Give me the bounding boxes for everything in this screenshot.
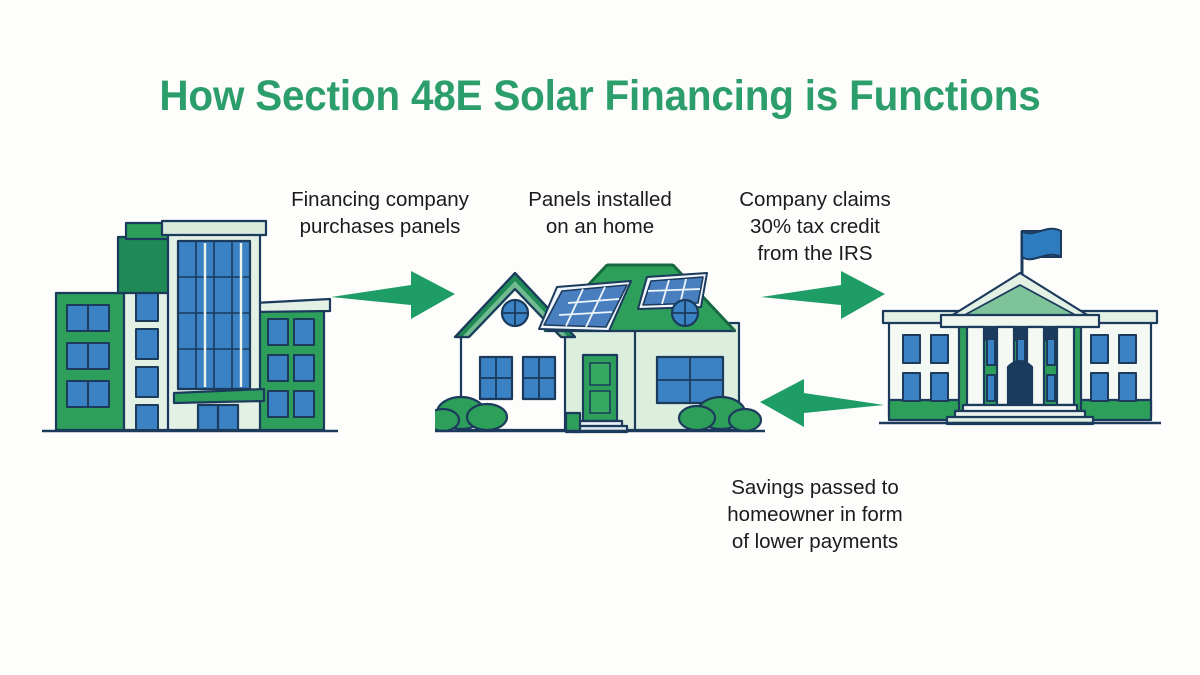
home-svg: [425, 263, 765, 434]
arrow-left-glyph: [760, 379, 884, 427]
gov-stairs: [945, 403, 1095, 426]
bush-icon-right: [677, 395, 763, 433]
arrow-right-svg: [331, 271, 455, 319]
office-curtain-highlight: [203, 243, 243, 387]
office-main-cap: [160, 219, 268, 237]
home-left-roof-outline: [453, 271, 577, 339]
arrow-financing-to-home: [325, 265, 460, 327]
caption-install-line1: Panels installed: [528, 188, 672, 211]
arrow-right-2-svg: [761, 271, 885, 319]
caption-savings-passed: Savings passed to homeowner in form of l…: [700, 474, 930, 555]
caption-purchase-line2: purchases panels: [299, 215, 461, 238]
bush-icon-left: [425, 395, 509, 433]
arrow-right-glyph: [331, 271, 455, 319]
irs-government-building-illustration: [875, 215, 1165, 445]
home-side-step: [564, 411, 582, 434]
gov-main-doorway: [1006, 359, 1034, 407]
home-with-solar-illustration: [425, 245, 765, 445]
arrow-irs-to-home: [755, 373, 890, 435]
home-left-window-mullions: [480, 357, 555, 399]
office-curtain-grid: [178, 241, 250, 389]
caption-purchase-panels: Financing company purchases panels: [255, 186, 505, 240]
page-title: How Section 48E Solar Financing is Funct…: [159, 72, 1041, 120]
window-icon-attic-right: [670, 298, 700, 328]
window-icon-attic-left: [500, 298, 530, 328]
gov-building-svg: [879, 227, 1161, 426]
column-icon-4: [1055, 325, 1076, 407]
solar-panel-icon-small: [637, 272, 708, 310]
flag-icon: [1020, 227, 1062, 277]
column-icon-1: [965, 325, 986, 407]
solar-panel-icon-large: [538, 280, 632, 332]
arrow-home-to-irs: [755, 265, 890, 327]
door-icon: [581, 353, 619, 423]
office-left-windows: [66, 304, 110, 408]
caption-savings-line3: of lower payments: [731, 530, 899, 553]
window-icon-right-large: [655, 355, 725, 405]
caption-credit-line2: 30% tax credit: [750, 215, 880, 238]
caption-install-line2: on an home: [545, 215, 655, 238]
office-building-illustration: [40, 215, 340, 445]
gov-right-windows: [1090, 334, 1137, 402]
caption-purchase-line1: Financing company: [291, 188, 469, 211]
arrow-right-2-glyph: [761, 271, 885, 319]
office-right-cornice: [252, 297, 332, 314]
caption-credit-line3: from the IRS: [757, 242, 873, 265]
office-rear-tower: [116, 235, 172, 295]
office-right-windows: [267, 318, 315, 418]
office-canopy: [172, 387, 266, 405]
gov-entablature: [939, 313, 1101, 329]
caption-tax-credit: Company claims 30% tax credit from the I…: [715, 186, 915, 267]
caption-credit-line1: Company claims: [739, 188, 891, 211]
office-building-svg: [42, 219, 338, 433]
gov-left-windows: [902, 334, 949, 402]
caption-panels-installed: Panels installed on an home: [500, 186, 700, 240]
caption-savings-line1: Savings passed to: [731, 476, 899, 499]
arrow-left-svg: [760, 379, 884, 427]
caption-savings-line2: homeowner in form: [727, 503, 903, 526]
